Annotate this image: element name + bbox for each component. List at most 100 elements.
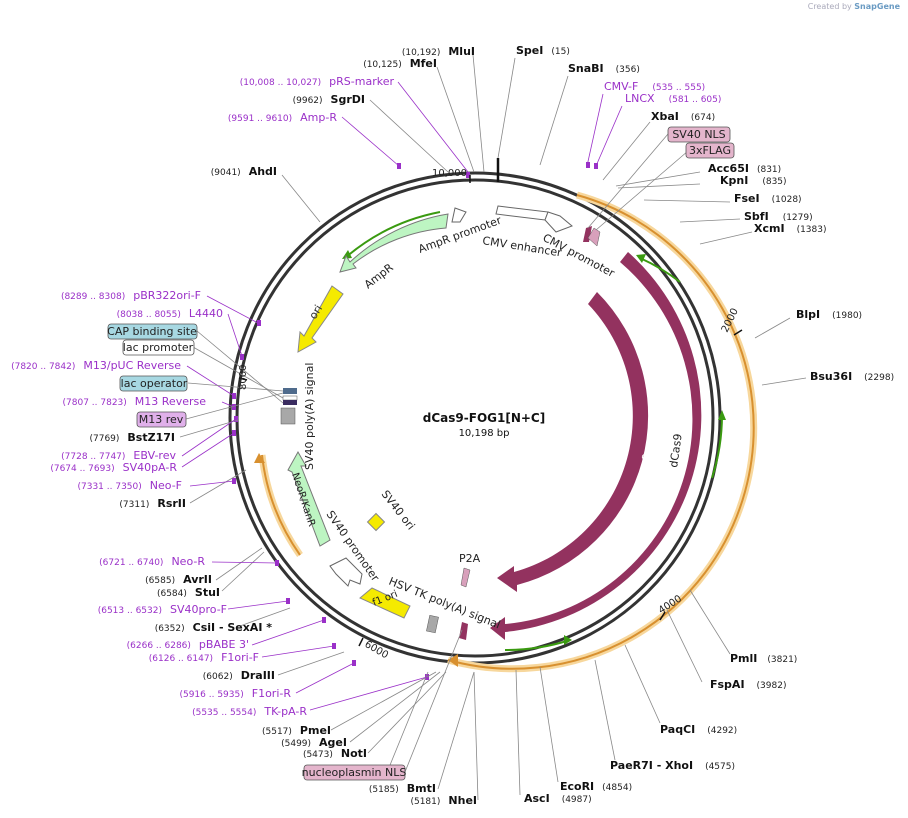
svg-text:EcoRI(4854): EcoRI (4854): [560, 780, 632, 793]
primer-range-cmv-f: (535 .. 555): [652, 83, 705, 93]
site-pos-paer7i-xhoi: (4575): [705, 762, 735, 772]
site-name-blpi: BlpI: [796, 308, 820, 321]
green-line-4: [344, 211, 441, 259]
site-name-acc65i: Acc65I: [708, 162, 749, 175]
primer-range-l4440: (8038 .. 8055): [117, 310, 181, 320]
primer-name-pbabe3: pBABE 3': [199, 638, 249, 651]
sv40-polya-block: [280, 407, 296, 425]
site-pos-stui: (6584): [157, 589, 187, 599]
cmv-enhancer-arrow: [495, 205, 549, 221]
svg-text:SpeI(15): SpeI(15): [516, 44, 570, 57]
lac-promoter-block: [282, 395, 298, 401]
svg-text:Acc65I(831): Acc65I(831): [708, 162, 781, 175]
site-pos-sbfi: (1279): [783, 213, 813, 223]
primer-range-f1ori-r: (5916 .. 5935): [179, 690, 243, 700]
site-pos-blpi: (1980): [832, 311, 862, 321]
site-pos-draiii: (6062): [203, 672, 233, 682]
svg-text:PmlI(3821): PmlI(3821): [730, 652, 797, 665]
svg-text:(10,008 .. 10,027)pRS-marker: (10,008 .. 10,027) pRS-marker: [240, 75, 395, 88]
site-name-ahdi: AhdI: [249, 165, 277, 178]
svg-text:FspAI(3982): FspAI (3982): [710, 678, 786, 691]
plasmid-name: dCas9-FOG1[N+C]: [423, 411, 545, 425]
site-name-mfei: MfeI: [410, 57, 437, 70]
site-name-paer7i-xhoi: PaeR7I - XhoI: [610, 759, 693, 772]
site-pos-fspai: (3982): [757, 681, 787, 691]
cas9-arc: [497, 292, 649, 592]
box-label-cap-binding-site: CAP binding site: [107, 325, 197, 338]
site-pos-mlui: (10,192): [402, 48, 441, 58]
ruler-label-8000: 8000: [238, 365, 249, 390]
site-pos-paqci: (4292): [707, 726, 737, 736]
site-name-ecori: EcoRI: [560, 780, 594, 793]
primer-range-amp-r: (9591 .. 9610): [228, 114, 292, 124]
green-head-1: [636, 254, 646, 263]
svg-text:(7728 .. 7747)EBV-rev: (7728 .. 7747)EBV-rev: [61, 449, 176, 462]
primer-range-pbabe3: (6266 .. 6286): [127, 641, 191, 651]
site-name-sbfi: SbfI: [744, 210, 769, 223]
site-name-pmli: PmlI: [730, 652, 757, 665]
primer-leaders: [181, 81, 623, 711]
site-name-bstz17i: BstZ17I: [127, 431, 175, 444]
site-name-spei: SpeI: [516, 44, 543, 57]
svg-text:(5473)NotI: (5473)NotI: [303, 747, 367, 760]
hsv-tk-polya-block: [426, 615, 439, 634]
svg-text:(7820 .. 7842)M13/pUC Reverse: (7820 .. 7842)M13/pUC Reverse: [11, 359, 181, 372]
orf-arc-right-head: [448, 654, 458, 667]
svg-text:(6721 .. 6740)Neo-R: (6721 .. 6740)Neo-R: [99, 555, 205, 568]
primer-range-m13-puc-reverse: (7820 .. 7842): [11, 362, 75, 372]
svg-text:(7331 .. 7350)Neo-F: (7331 .. 7350)Neo-F: [77, 479, 182, 492]
feature-label-sv40-ori: SV40 ori: [379, 488, 418, 532]
svg-text:XbaI(674): XbaI(674): [651, 110, 715, 123]
box-label-lac-operator: lac operator: [121, 377, 188, 390]
neor-arrow: [287, 450, 331, 547]
site-name-sgrdi: SgrDI: [331, 93, 365, 106]
site-name-fsei: FseI: [734, 192, 760, 205]
svg-text:LNCX(581 .. 605): LNCX(581 .. 605): [625, 92, 721, 105]
primer-name-tk-pa-r: TK-pA-R: [263, 705, 307, 718]
svg-text:CMV-F(535 .. 555): CMV-F (535 .. 555): [604, 80, 705, 93]
site-name-xbai: XbaI: [651, 110, 679, 123]
plasmid-size: 10,198 bp: [459, 428, 510, 439]
feature-label-ori: ori: [307, 303, 326, 322]
svg-text:PaqCI(4292): PaqCI (4292): [660, 723, 737, 736]
green-head-4: [342, 250, 352, 259]
svg-text:KpnI(835): KpnI(835): [720, 174, 787, 187]
site-pos-noti: (5473): [303, 750, 333, 760]
svg-text:(5181)NheI: (5181)NheI: [410, 794, 477, 807]
site-name-bsu36i: Bsu36I: [810, 370, 852, 383]
ruler-label-10000: 10,000: [432, 168, 467, 179]
site-name-draiii: DraIII: [241, 669, 275, 682]
primer-name-cmv-f: CMV-F: [604, 80, 638, 93]
svg-text:(10,192)MluI: (10,192)MluI: [402, 45, 475, 58]
primer-range-neo-r: (6721 .. 6740): [99, 558, 163, 568]
site-name-csii: CsiI - SexAI *: [193, 621, 273, 634]
sv40-ori-mark: [366, 512, 386, 532]
site-name-kpni: KpnI: [720, 174, 748, 187]
primer-name-f1ori-r: F1ori-R: [252, 687, 292, 700]
credit-prefix: Created by: [807, 2, 852, 11]
svg-text:(6062)DraIII: (6062) DraIII: [203, 669, 275, 682]
primer-range-prs-marker: (10,008 .. 10,027): [240, 78, 321, 88]
primer-range-f1ori-f: (6126 .. 6147): [149, 654, 213, 664]
feature-label-p2a: P2A: [459, 552, 481, 565]
site-pos-bsu36i: (2298): [864, 373, 894, 383]
box-label-3xflag: 3xFLAG: [689, 144, 731, 157]
box-leaders: [185, 133, 689, 773]
ampr-arrow: [339, 213, 449, 273]
site-name-agei: AgeI: [319, 736, 347, 749]
site-name-paqci: PaqCI: [660, 723, 695, 736]
ori-arrow: [297, 285, 344, 353]
svg-text:(5916 .. 5935)F1ori-R: (5916 .. 5935) F1ori-R: [179, 687, 291, 700]
flag-block: [587, 227, 601, 247]
svg-text:(8289 .. 8308)pBR322ori-F: (8289 .. 8308)pBR322ori-F: [61, 289, 201, 302]
site-pos-ecori: (4854): [602, 783, 632, 793]
site-name-fspai: FspAI: [710, 678, 745, 691]
primer-name-l4440: L4440: [189, 307, 223, 320]
primer-name-prs-marker: pRS-marker: [329, 75, 394, 88]
primer-name-sv40pa-r: SV40pA-R: [123, 461, 178, 474]
site-name-asci: AscI: [524, 792, 550, 805]
site-name-pmei: PmeI: [300, 724, 331, 737]
feature-label-ampr: AmpR: [362, 261, 396, 292]
site-pos-pmei: (5517): [262, 727, 292, 737]
